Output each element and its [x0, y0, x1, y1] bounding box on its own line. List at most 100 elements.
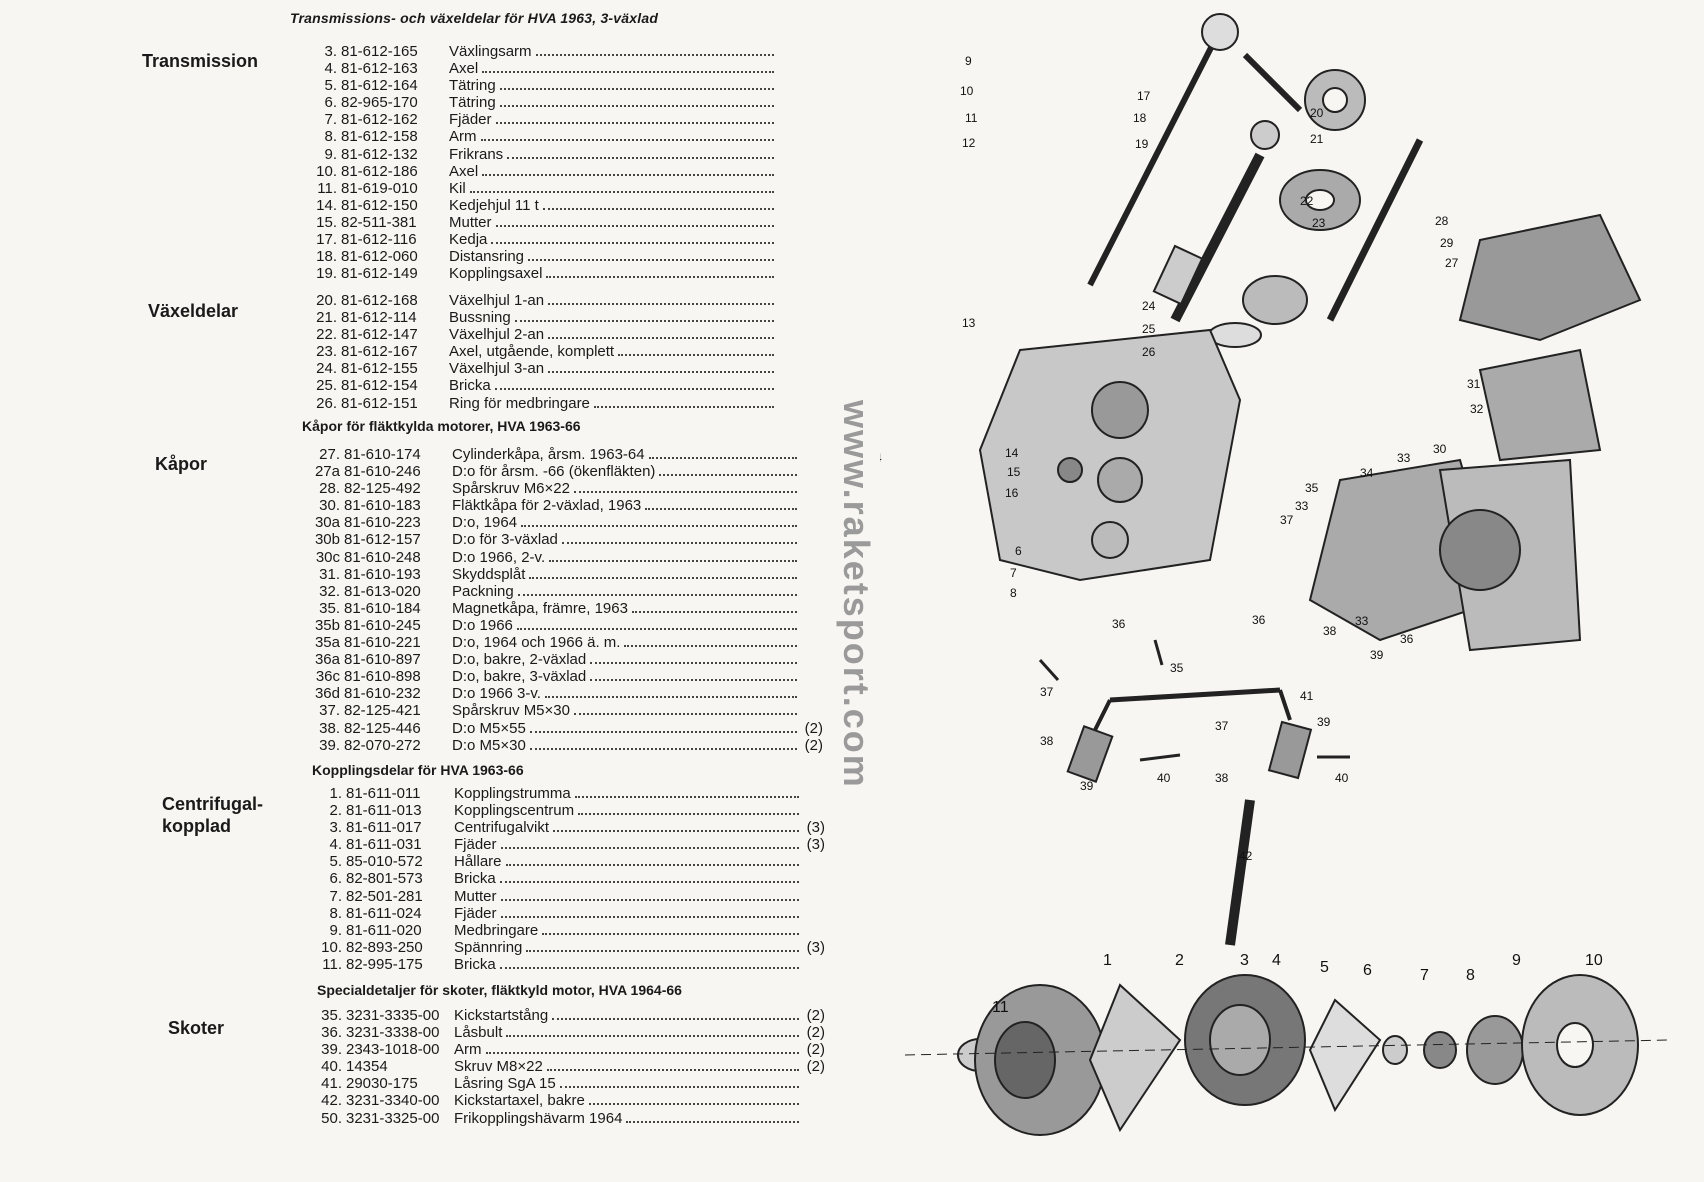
item-number: 50. [321, 1109, 342, 1127]
item-number: 30c [315, 548, 340, 566]
item-number: 15. [316, 213, 337, 231]
item-number: 28. [319, 480, 340, 498]
part-description: D:o för årsm. -66 (ökenfläkten) [452, 463, 656, 481]
callout-30: 30 [1433, 442, 1447, 456]
callout-28: 28 [1435, 214, 1449, 228]
part-description: Kedja [449, 231, 488, 249]
section-label-vaxeldelar: Växeldelar [148, 301, 239, 321]
callout-39c: 39 [1080, 779, 1094, 793]
item-number: 10. [316, 162, 337, 180]
part-description: Växlingsarm [449, 43, 532, 60]
part-number: 81-610-184 [344, 599, 421, 617]
part-number: 81-610-897 [344, 651, 421, 669]
leader-dots [506, 1035, 799, 1038]
part-description: Spårskruv M6×22 [452, 480, 570, 498]
item-number: 31. [319, 565, 340, 583]
leader-dots [494, 388, 774, 391]
leader-dots [618, 354, 774, 357]
part-number: 81-610-183 [344, 497, 421, 515]
part-description: Fjäder [454, 836, 497, 854]
leader-dots [648, 457, 797, 459]
part-description: Mutter [454, 887, 497, 905]
item-number: 41. [321, 1075, 342, 1093]
page-title: Transmissions- och växeldelar för HVA 19… [290, 10, 659, 26]
part-number: 81-610-221 [344, 634, 421, 652]
item-number: 30a [314, 514, 340, 532]
part-number: 82-125-446 [344, 719, 421, 737]
callout-42: 42 [1239, 849, 1253, 863]
callout-17: 17 [1137, 89, 1151, 103]
item-number: 24. [316, 360, 337, 378]
part-number: 85-010-572 [346, 853, 423, 871]
item-number: 8. [324, 128, 337, 146]
callout-7b: 7 [1420, 967, 1429, 984]
leader-dots [499, 881, 799, 884]
callout-11: 11 [965, 111, 978, 125]
leader-dots [645, 508, 797, 511]
item-number: 7. [329, 887, 342, 905]
callout-14: 14 [1005, 446, 1019, 460]
callout-22: 22 [1300, 194, 1314, 208]
quantity: (2) [806, 1058, 825, 1076]
leader-dots [500, 915, 799, 918]
part-description: Låsbult [454, 1024, 503, 1042]
leader-dots [526, 949, 799, 952]
leader-dots [500, 847, 799, 850]
leader-dots [491, 242, 774, 245]
part-number: 81-611-011 [346, 785, 421, 802]
item-number: 19. [316, 265, 337, 283]
part-number: 81-612-167 [341, 343, 418, 361]
part-description: Magnetkåpa, främre, 1963 [452, 599, 628, 617]
part-description: D:o 1966 3-v. [452, 685, 541, 703]
callout-37a: 37 [1280, 513, 1294, 527]
part-description: Medbringare [454, 921, 539, 939]
callout-4: 4 [880, 451, 882, 465]
part-number: 81-612-158 [341, 128, 418, 146]
part-description: Skyddsplåt [452, 565, 526, 583]
section-label-centrifugal: Centrifugal- kopplad [162, 794, 263, 836]
callout-41: 41 [1300, 689, 1314, 703]
callout-2b: 2 [1175, 952, 1184, 969]
callout-25: 25 [1142, 322, 1156, 336]
leader-dots [528, 259, 774, 262]
leader-dots [542, 207, 774, 210]
part-number: 81-611-031 [346, 836, 422, 854]
leader-dots [535, 54, 774, 56]
part-number: 82-965-170 [341, 94, 418, 112]
callout-32: 32 [1470, 402, 1484, 416]
leader-dots [659, 474, 797, 477]
part-description: Packning [452, 582, 514, 600]
callout-38b: 38 [1040, 734, 1054, 748]
part-number: 81-611-013 [346, 802, 422, 820]
part-number: 81-612-116 [341, 231, 417, 249]
item-number: 11. [317, 179, 337, 197]
leader-dots [561, 542, 797, 545]
callout-23: 23 [1312, 216, 1326, 230]
part-description: Kedjehjul 11 t [449, 196, 539, 214]
section-label-kapor: Kåpor [155, 454, 208, 474]
callout-21: 21 [1310, 132, 1324, 146]
callout-38c: 38 [1215, 771, 1229, 785]
callout-19: 19 [1135, 137, 1149, 151]
part-number: 82-801-573 [346, 870, 423, 888]
heading-kapor: Kåpor för fläktkylda motorer, HVA 1963-6… [302, 418, 581, 434]
item-number: 40. [321, 1058, 342, 1076]
part-number: 81-612-168 [341, 292, 418, 309]
